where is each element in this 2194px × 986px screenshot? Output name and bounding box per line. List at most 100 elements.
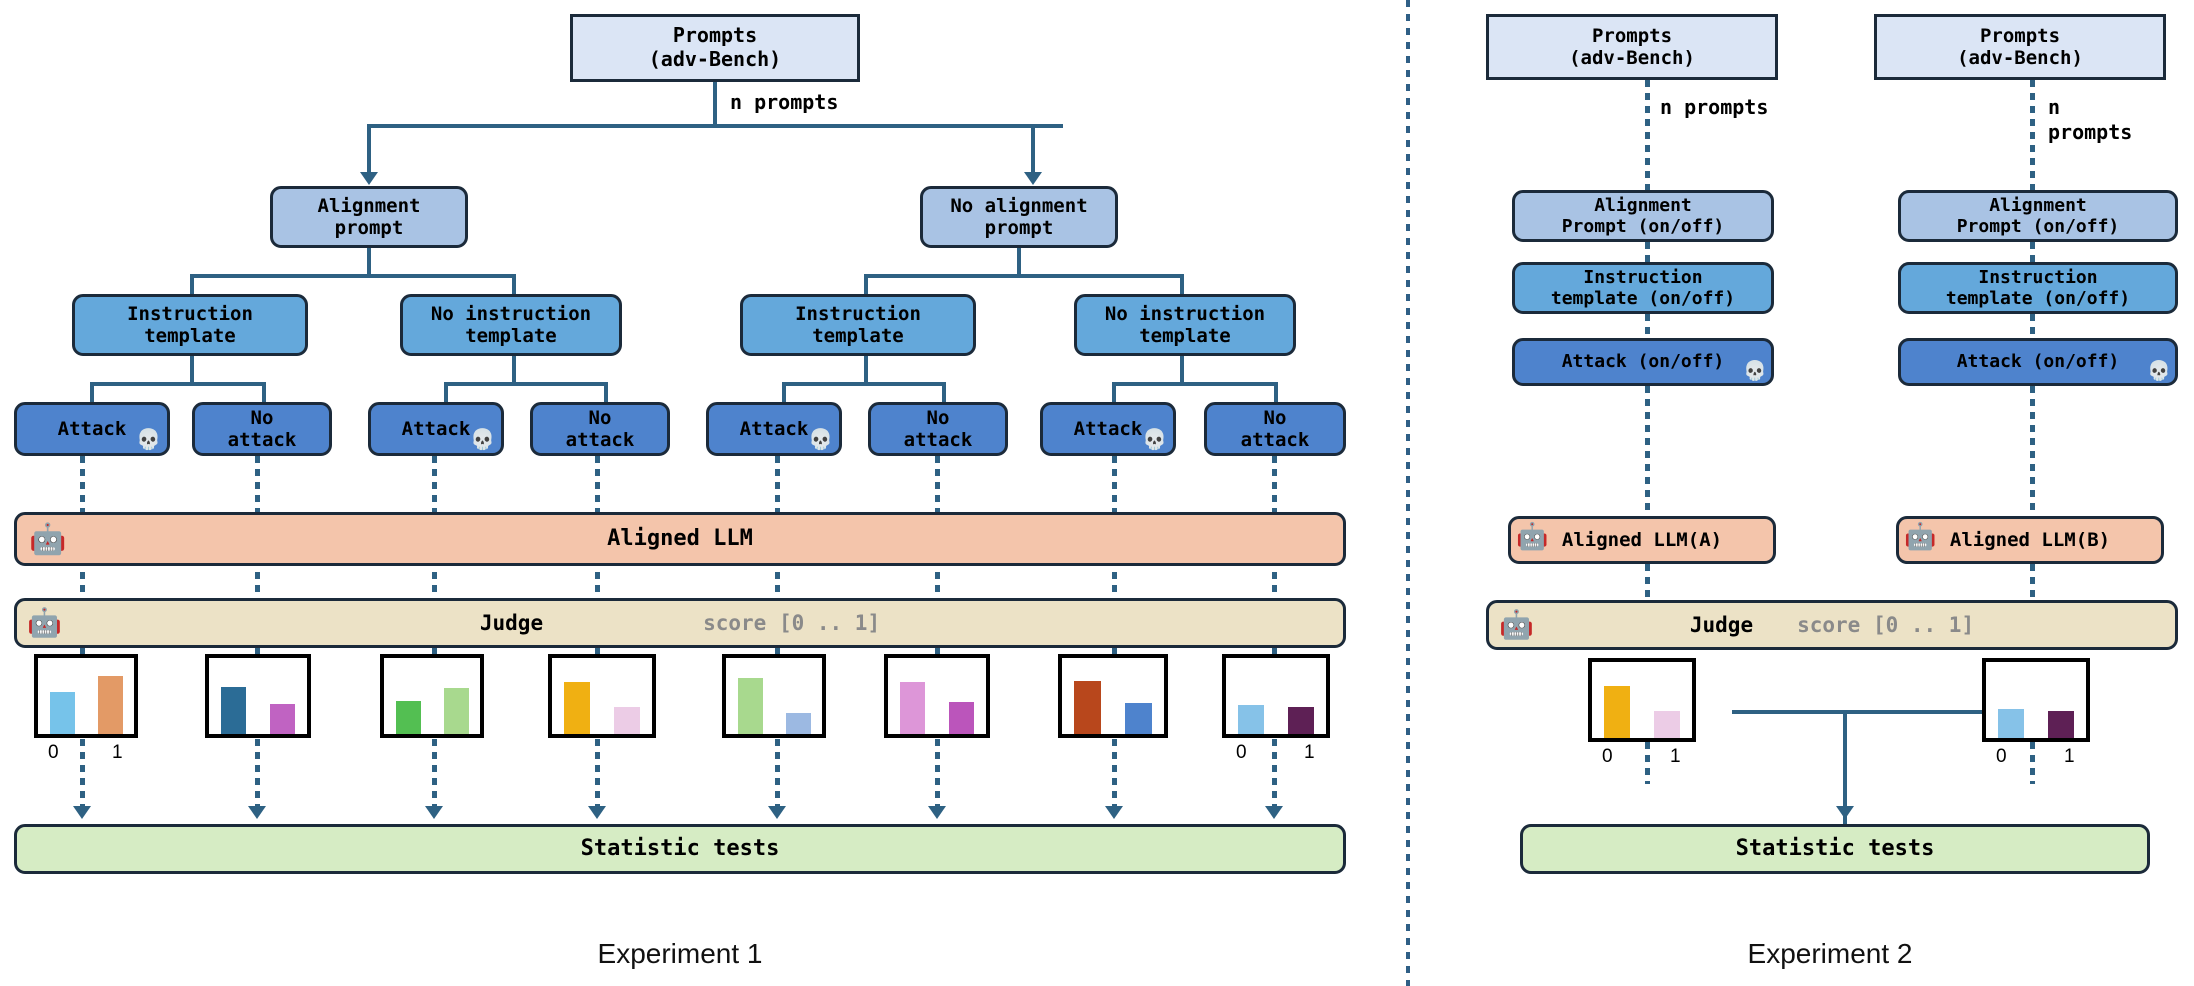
histogram-bar-exp2-hist-a-1: [1654, 711, 1680, 738]
exp2-col1-dots-0: [2030, 80, 2035, 190]
histogram-bar-exp2-hist-a-0: [1604, 686, 1630, 738]
exp1-root-stem: [713, 82, 717, 128]
histogram-bar-exp1-hist-1-1: [98, 676, 123, 734]
exp2-merge-arrow: [1836, 806, 1854, 819]
exp1-flow-dots-b-4: [775, 572, 780, 622]
exp1-split-3c-right: [942, 382, 946, 404]
exp1-flow-dots-b-3: [595, 572, 600, 622]
exp1-split-3d-stem: [1180, 356, 1184, 382]
exp2-col1-stage-2-label: Attack (on/off): [1956, 351, 2120, 373]
exp1-level2-box-1-label: No alignment prompt: [950, 194, 1088, 239]
histogram-bar-exp1-hist-1-0: [50, 692, 75, 734]
histogram-bar-exp1-hist-3-1: [444, 688, 469, 734]
exp1-flow-dots-a-3: [595, 456, 600, 516]
exp2-col0-aligned-llm-box-label: Aligned LLM(A): [1561, 528, 1723, 551]
histogram-tick-0: 0: [1602, 746, 1613, 767]
exp2-judge-bar-score-label: score [0 .. 1]: [1797, 612, 1975, 637]
exp1-aligned-llm-bar: Aligned LLM 🤖: [14, 512, 1346, 566]
exp1-level4-box-2-label: Attack: [401, 417, 471, 440]
exp2-col1-stage-2: Attack (on/off)💀: [1898, 338, 2178, 386]
exp1-level4-box-2: Attack💀: [368, 402, 504, 456]
exp1-level3-box-1-label: No instruction template: [430, 302, 592, 347]
exp1-split-1-right: [1031, 124, 1035, 174]
exp1-level4-box-4-label: Attack: [739, 417, 809, 440]
exp1-split-2b-bar: [864, 274, 1180, 278]
exp2-col1-dots-1: [2030, 242, 2035, 262]
exp1-level4-box-6-label: Attack: [1073, 417, 1143, 440]
robot-icon: 🤖: [1904, 522, 1937, 552]
exp1-stat-arrow-5: [928, 806, 946, 819]
exp1-split-3c-bar: [782, 382, 942, 386]
exp1-flow-dots-a-4: [775, 456, 780, 516]
histogram-exp1-hist-7: [1058, 654, 1168, 738]
exp1-split-3b-right: [604, 382, 608, 404]
exp2-merge-stem: [1843, 710, 1847, 830]
robot-icon: 🤖: [29, 522, 67, 557]
exp1-stat-arrow-0: [73, 806, 91, 819]
exp1-level4-box-4: Attack💀: [706, 402, 842, 456]
histogram-bar-exp1-hist-3-0: [396, 701, 421, 734]
exp2-col0-dots-0: [1645, 80, 1650, 190]
histogram-bar-exp1-hist-6-1: [949, 702, 974, 734]
exp1-split-2a-bar: [190, 274, 512, 278]
exp1-split-3b-bar: [444, 382, 604, 386]
exp1-flow-dots-a-2: [432, 456, 437, 516]
exp1-flow-dots-b-0: [80, 572, 85, 622]
exp1-split-2a-right: [512, 274, 516, 296]
exp2-col1-stage-0: Alignment Prompt (on/off): [1898, 190, 2178, 242]
exp2-col1-aligned-llm-box: Aligned LLM(B): [1896, 516, 2164, 564]
histogram-exp1-hist-3: [380, 654, 484, 738]
histogram-exp2-hist-a: [1588, 658, 1696, 742]
exp1-level3-box-0-label: Instruction template: [127, 302, 253, 347]
exp1-split-3a-stem: [190, 356, 194, 382]
histogram-exp1-hist-2: [205, 654, 311, 738]
exp2-col1-dots-2: [2030, 314, 2035, 338]
exp1-stat-arrow-3: [588, 806, 606, 819]
histogram-bar-exp1-hist-5-1: [786, 713, 811, 734]
exp1-level4-box-0: Attack💀: [14, 402, 170, 456]
exp1-split-2b-right: [1180, 274, 1184, 296]
histogram-bar-exp1-hist-4-1: [614, 707, 640, 734]
exp1-split-2b-stem: [1017, 248, 1021, 274]
histogram-tick-0: 0: [1236, 742, 1247, 763]
histogram-exp1-hist-1: [34, 654, 138, 738]
exp2-col0-dots-4: [1645, 564, 1650, 616]
exp1-root-edge-label: n prompts: [730, 90, 839, 114]
exp2-statistic-tests-bar-label: Statistic tests: [1735, 836, 1935, 862]
exp1-split-3b-left: [444, 382, 448, 404]
exp1-flow-dots-b-6: [1112, 572, 1117, 622]
exp1-prompts-box: Prompts (adv-Bench): [570, 14, 860, 82]
histogram-bar-exp2-hist-b-1: [2048, 711, 2074, 738]
exp1-level2-box-0-label: Alignment prompt: [317, 194, 421, 239]
exp1-flow-dots-a-0: [80, 456, 85, 516]
exp2-col1-prompts-box-label: Prompts (adv-Bench): [1957, 24, 2083, 69]
exp1-level3-box-1: No instruction template: [400, 294, 622, 356]
exp1-flow-dots-b-7: [1272, 572, 1277, 622]
exp1-level3-box-2: Instruction template: [740, 294, 976, 356]
exp1-split-1: [367, 124, 1063, 128]
exp1-level2-box-1: No alignment prompt: [920, 186, 1118, 248]
exp1-level4-box-3: No attack: [530, 402, 670, 456]
exp2-judge-bar-label: Judge: [1689, 612, 1754, 637]
exp1-split-2b-left: [864, 274, 868, 296]
exp1-flow-dots-a-6: [1112, 456, 1117, 516]
exp2-col0-prompts-box-label: Prompts (adv-Bench): [1569, 24, 1695, 69]
exp2-col0-stage-2-label: Attack (on/off): [1561, 351, 1725, 373]
histogram-bar-exp1-hist-5-0: [738, 678, 763, 734]
histogram-bar-exp2-hist-b-0: [1998, 709, 2024, 738]
exp1-statistic-tests-bar-label: Statistic tests: [580, 836, 780, 862]
exp1-split-3a-right: [262, 382, 266, 404]
exp1-level2-box-0: Alignment prompt: [270, 186, 468, 248]
exp2-col0-stage-1-label: Instruction template (on/off): [1550, 266, 1736, 309]
exp1-arrow-l2-right: [1024, 172, 1042, 185]
histogram-bar-exp1-hist-2-0: [221, 687, 246, 734]
histogram-bar-exp1-hist-7-0: [1074, 681, 1101, 734]
exp1-stat-arrow-7: [1265, 806, 1283, 819]
histogram-bar-exp1-hist-7-1: [1125, 703, 1152, 734]
exp1-aligned-llm-bar-label: Aligned LLM: [607, 526, 753, 552]
exp1-flow-dots-a-5: [935, 456, 940, 516]
skull-icon: 💀: [1743, 360, 1767, 382]
exp2-col1-edge-label: n prompts: [2048, 95, 2133, 144]
